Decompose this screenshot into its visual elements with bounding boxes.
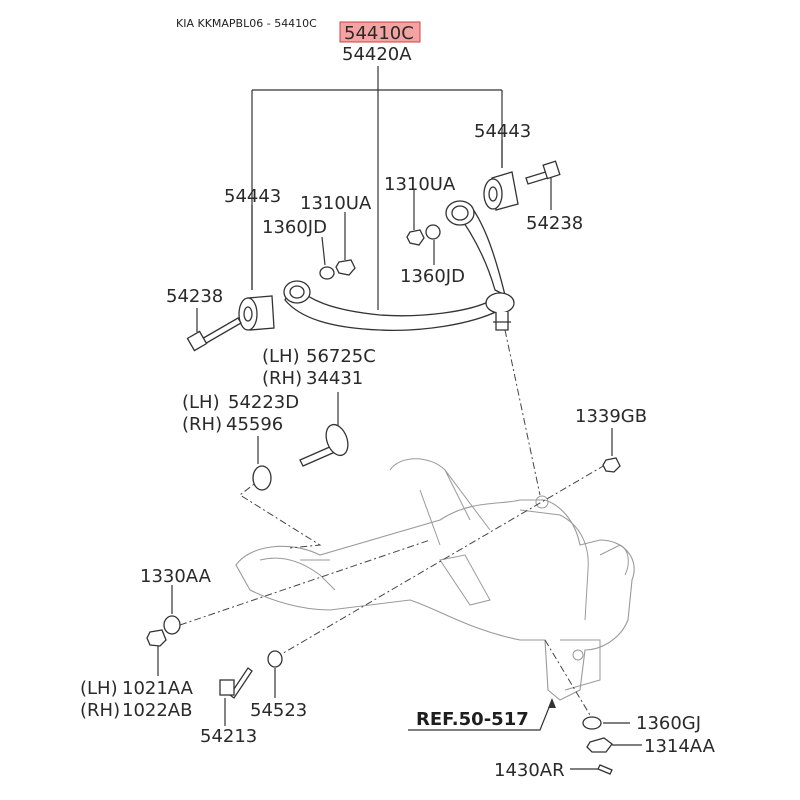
part-label-34431[interactable]: 34431	[306, 368, 363, 389]
washer-1360JD-right[interactable]	[425, 224, 441, 240]
part-label-54213[interactable]: 54213	[200, 726, 257, 747]
washer-1360JD-left[interactable]	[319, 266, 335, 280]
part-label-54238-right[interactable]: 54238	[526, 213, 583, 234]
side-tag-rh-washer: (RH)	[182, 414, 222, 435]
bolt-54238-left[interactable]	[186, 317, 242, 352]
leader-bracket	[251, 66, 503, 310]
part-label-54420A[interactable]: 54420A	[342, 44, 412, 65]
cam-bolt-56725C[interactable]	[299, 422, 352, 467]
cotter-pin-1430AR[interactable]	[597, 764, 613, 775]
upper-control-arm[interactable]	[283, 200, 515, 331]
washer-54523[interactable]	[267, 650, 283, 668]
centerline-ball-joint	[504, 329, 541, 496]
nut-1310UA-left[interactable]	[335, 259, 356, 276]
part-label-54443-right[interactable]: 54443	[474, 121, 531, 142]
highlighted-part-box[interactable]	[339, 21, 421, 43]
part-label-1360JD-right[interactable]: 1360JD	[400, 266, 465, 287]
side-tag-lh-cam: (LH)	[262, 346, 300, 367]
washer-1330AA[interactable]	[163, 615, 181, 635]
part-label-56725C[interactable]: 56725C	[306, 346, 376, 367]
bushing-54443-left[interactable]	[238, 295, 275, 331]
highlighted-part-number[interactable]: 54410C	[344, 23, 414, 44]
side-tag-lh-washer: (LH)	[182, 392, 220, 413]
nut-1021AA[interactable]	[146, 629, 167, 647]
side-tag-rh-nut: (RH)	[80, 700, 120, 721]
part-label-1021AA[interactable]: 1021AA	[122, 678, 194, 699]
washer-1360GJ[interactable]	[582, 716, 602, 730]
centerline-rear-bolt	[279, 464, 606, 656]
part-label-54223D[interactable]: 54223D	[228, 392, 299, 413]
bolt-54213[interactable]	[219, 667, 253, 699]
part-label-1022AB[interactable]: 1022AB	[122, 700, 192, 721]
centerline-front-bolt	[179, 539, 431, 626]
part-label-45596[interactable]: 45596	[226, 414, 283, 435]
part-label-1360GJ[interactable]: 1360GJ	[636, 713, 701, 734]
part-label-1314AA[interactable]: 1314AA	[644, 736, 716, 757]
bushing-54443-right[interactable]	[483, 171, 519, 211]
nut-1339GB[interactable]	[602, 457, 621, 473]
reference-label[interactable]: REF.50-517	[416, 709, 529, 730]
part-label-1310UA-right[interactable]: 1310UA	[384, 174, 456, 195]
leader-lines	[157, 140, 642, 770]
part-label-54238-left[interactable]: 54238	[166, 286, 223, 307]
part-label-1339GB[interactable]: 1339GB	[575, 406, 647, 427]
part-label-1310UA-left[interactable]: 1310UA	[300, 193, 372, 214]
bolt-54238-right[interactable]	[525, 160, 561, 185]
nut-1314AA[interactable]	[586, 737, 613, 753]
side-tag-rh-cam: (RH)	[262, 368, 302, 389]
part-label-54523[interactable]: 54523	[250, 700, 307, 721]
part-label-1360JD-left[interactable]: 1360JD	[262, 217, 327, 238]
cam-washer-54223D[interactable]	[252, 465, 272, 491]
part-label-1330AA[interactable]: 1330AA	[140, 566, 212, 587]
side-tag-lh-nut: (LH)	[80, 678, 118, 699]
nut-1310UA-right[interactable]	[406, 229, 425, 246]
part-label-54443-left[interactable]: 54443	[224, 186, 281, 207]
centerline-cam-bolt	[239, 477, 322, 549]
lower-arm-ghost	[235, 458, 635, 701]
diagram-caption: KIA KKMAPBL06 - 54410C	[176, 17, 317, 30]
part-label-1430AR[interactable]: 1430AR	[494, 760, 565, 781]
